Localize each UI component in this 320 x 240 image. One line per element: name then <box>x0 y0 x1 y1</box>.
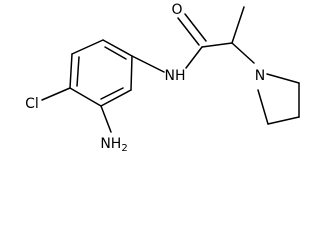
ring-bond <box>257 89 269 125</box>
ring-bond <box>100 89 132 107</box>
pyrrolidine-ring <box>257 73 300 125</box>
ring-bond <box>266 73 300 84</box>
chlorine-label: Cl <box>25 96 39 112</box>
molecule-structure: O NH N Cl NH2 <box>25 2 300 154</box>
amide-nh-label: NH <box>165 68 186 84</box>
ring-bond <box>102 39 133 57</box>
pyrrolidine-n-bond <box>231 42 255 64</box>
amide-n-bond <box>131 55 165 73</box>
methyl-bond <box>231 6 245 44</box>
carbonyl-bond <box>177 17 200 46</box>
amino-label-main: NH <box>100 136 121 152</box>
amino-bond <box>100 105 112 133</box>
cl-bond <box>41 87 71 101</box>
benzene-ring <box>69 39 133 107</box>
amino-label: NH2 <box>100 136 127 154</box>
amino-label-subscript: 2 <box>121 143 127 154</box>
oxygen-label: O <box>171 2 182 18</box>
pyrrolidine-n-label: N <box>255 68 265 84</box>
ring-bond <box>69 87 102 107</box>
ring-double-bond <box>100 87 124 100</box>
carbonyl-bond-double <box>184 13 207 42</box>
alpha-carbon-bond <box>201 42 233 48</box>
ring-bond <box>267 116 300 125</box>
amide-c-bond <box>185 46 203 69</box>
ring-bond <box>69 53 73 89</box>
ring-bond <box>71 39 104 55</box>
ring-double-bond <box>104 46 127 60</box>
ring-bond <box>130 55 133 91</box>
ring-double-bond <box>76 56 80 87</box>
